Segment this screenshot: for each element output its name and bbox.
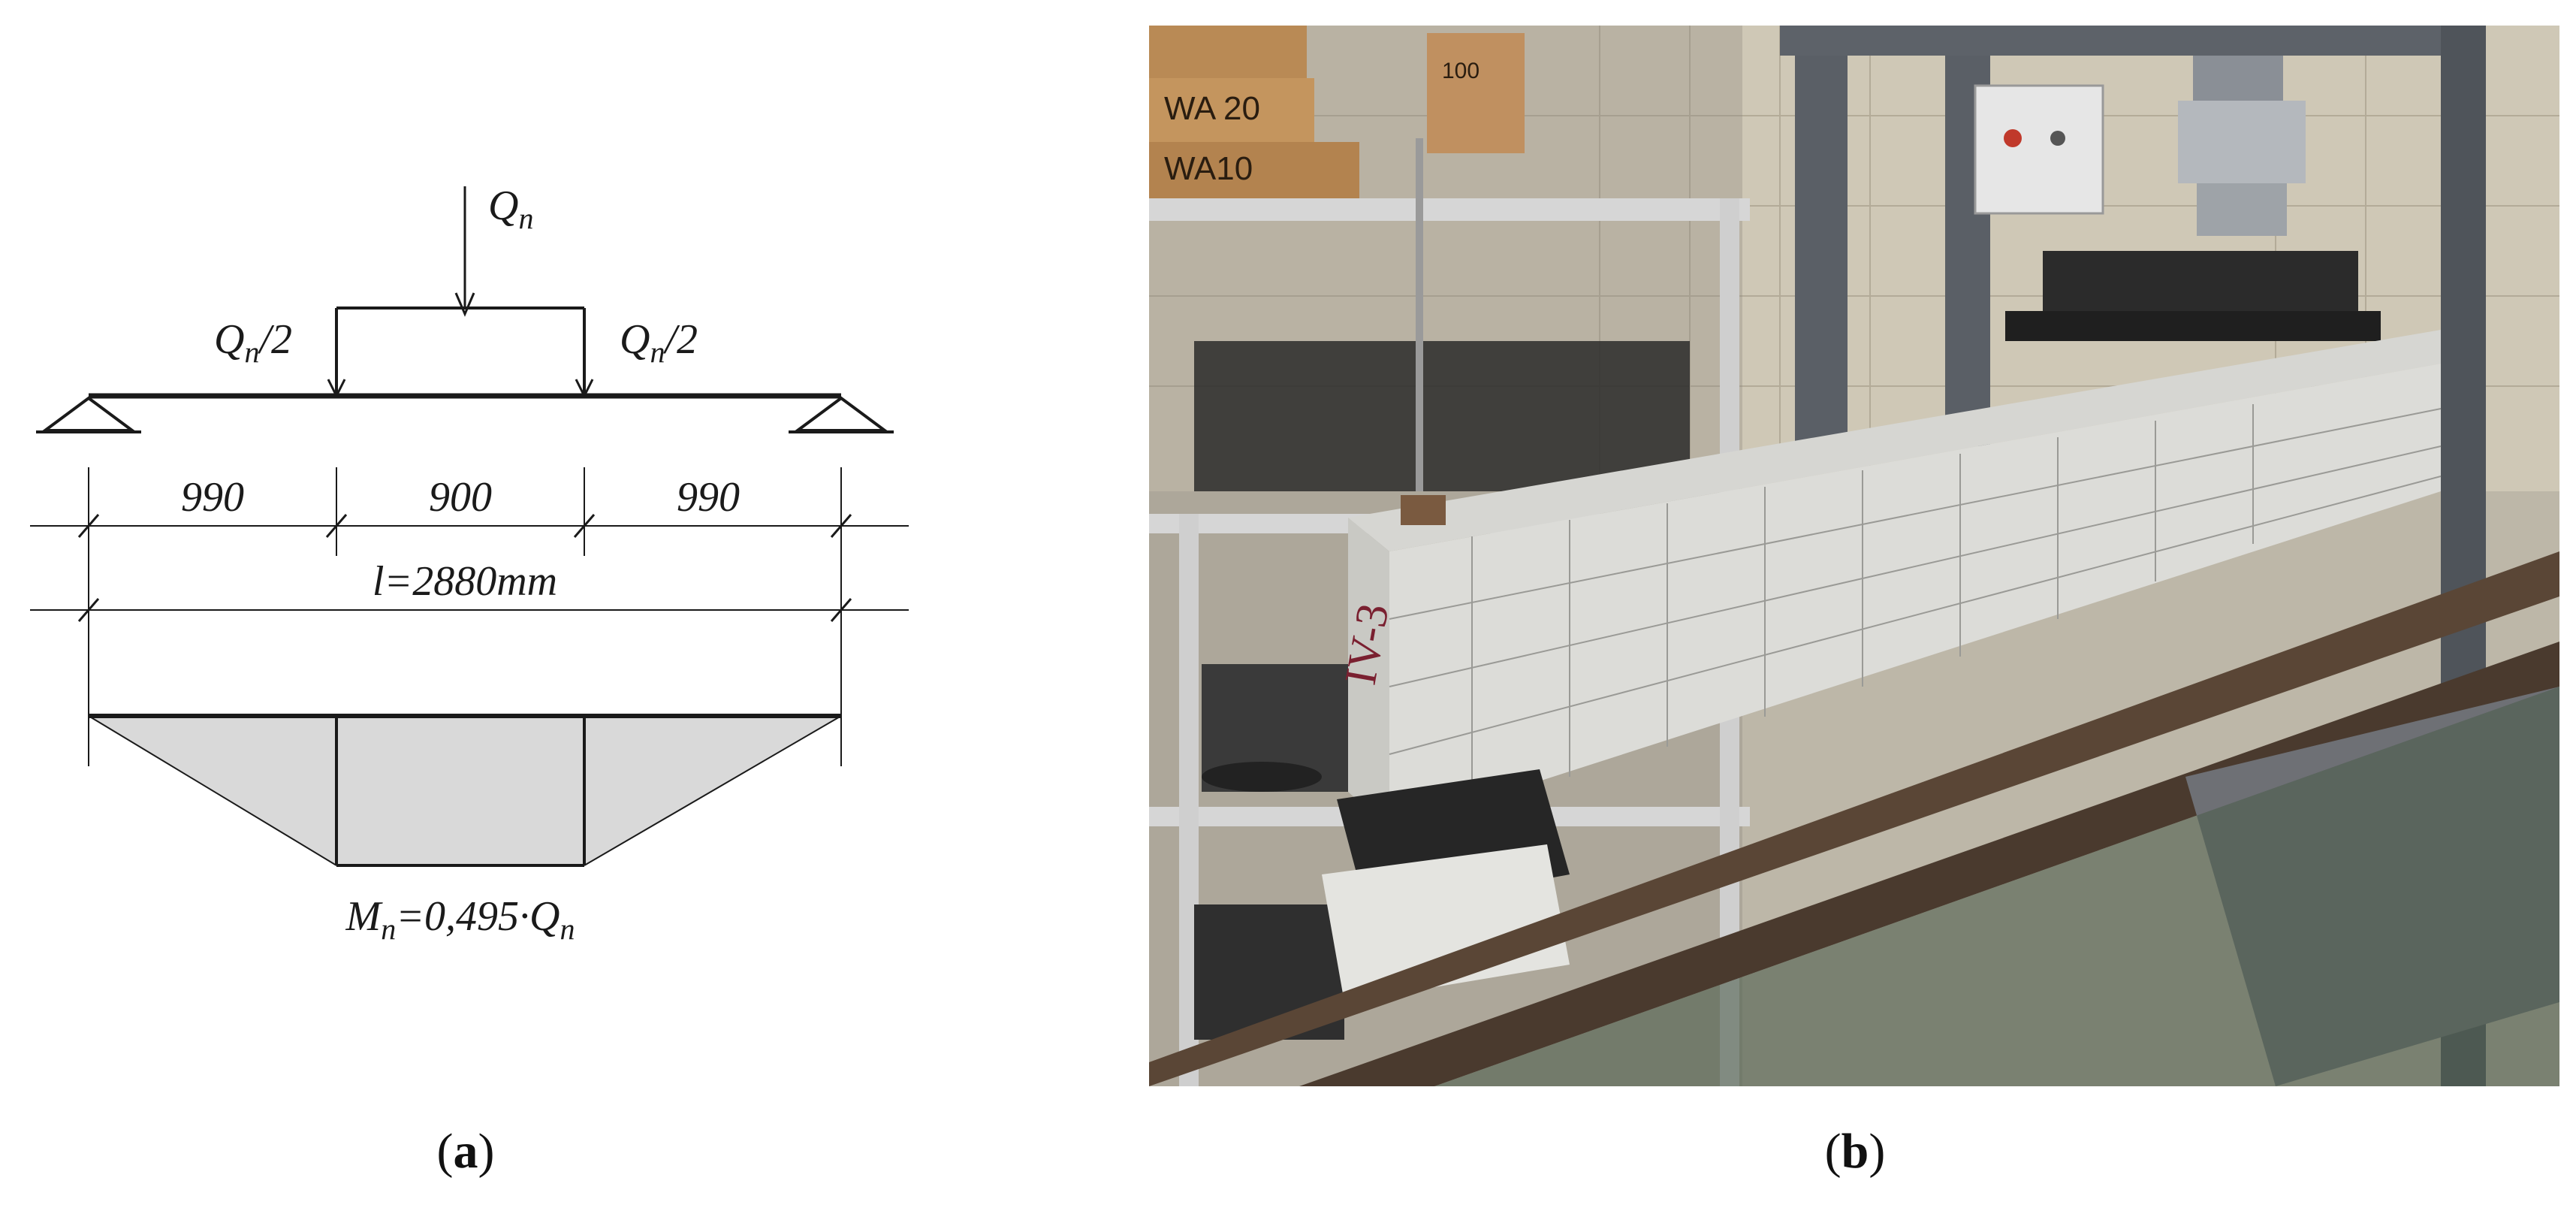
tick (77, 514, 100, 538)
moment-right-slope (584, 715, 842, 866)
tick (573, 514, 596, 538)
tick (325, 514, 348, 538)
spreader-left-head (327, 379, 346, 399)
tick (830, 598, 852, 622)
right-support (792, 396, 890, 432)
dim-label-total: l=2880mm (373, 558, 557, 605)
load-arrow-top-head (454, 292, 475, 317)
concrete-beam-top (1348, 330, 2441, 551)
dim-label-mid: 900 (429, 474, 492, 521)
box-label: 100 (1442, 59, 1480, 83)
dim-label-left: 990 (181, 474, 244, 521)
concrete-beam-end (1348, 518, 1389, 829)
beam-diagram: Qn Qn/2 Qn/2 990 900 990 l=2880mm Mn=0,4… (30, 183, 909, 946)
test-setup-photo: WA 20 WA10 100 (1149, 26, 2559, 1086)
concrete-beam-side (1389, 364, 2441, 829)
box-label: WA10 (1164, 150, 1253, 187)
load-label-total: Qn (488, 183, 533, 235)
box (1427, 33, 1525, 153)
box (1149, 142, 1359, 198)
box-label: WA 20 (1164, 90, 1260, 127)
load-label-left: Qn/2 (214, 316, 292, 369)
panel-label-a: (a) (436, 1124, 495, 1179)
tick (77, 598, 100, 622)
left-support (40, 396, 137, 432)
moment-left-slope (88, 715, 337, 866)
spreader-right-head (575, 379, 594, 399)
box (1149, 26, 1307, 78)
moment-diagram (89, 716, 841, 865)
panel-label-b: (b) (1824, 1124, 1886, 1179)
tick (830, 514, 852, 538)
dim-label-right: 990 (677, 474, 740, 521)
box (1149, 78, 1314, 142)
photo-illustration: WA 20 WA10 100 (1149, 26, 2559, 1086)
load-label-right: Qn/2 (620, 316, 698, 369)
moment-label: Mn=0,495·Qn (345, 893, 575, 946)
